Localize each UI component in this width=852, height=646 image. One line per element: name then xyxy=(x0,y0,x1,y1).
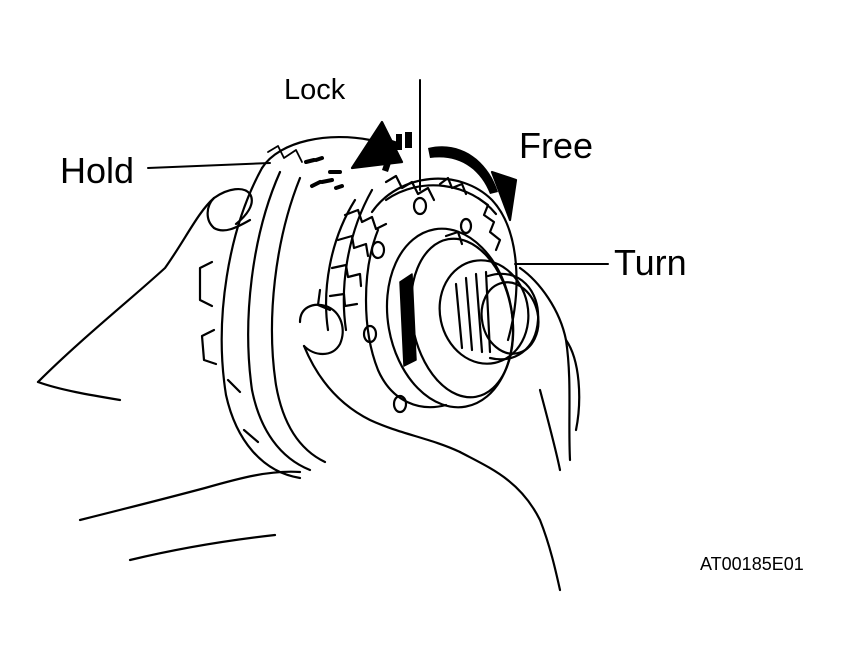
clutch-hub-ring xyxy=(316,174,468,332)
leader-lines xyxy=(147,79,609,265)
hold-marks xyxy=(304,158,322,188)
left-hand xyxy=(36,188,302,562)
hold-label: Hold xyxy=(60,150,135,191)
hold-leader-line xyxy=(147,162,271,169)
outer-housing xyxy=(198,135,372,480)
figure-code: AT00185E01 xyxy=(700,554,804,574)
splined-shaft xyxy=(438,259,540,365)
right-hand xyxy=(298,266,581,592)
turn-label: Turn xyxy=(614,242,687,283)
lock-label: Lock xyxy=(284,74,346,106)
lock-direction-arrow xyxy=(314,120,412,190)
free-direction-arrow xyxy=(428,146,518,222)
free-label: Free xyxy=(519,125,594,166)
clutch-drum xyxy=(362,177,518,414)
